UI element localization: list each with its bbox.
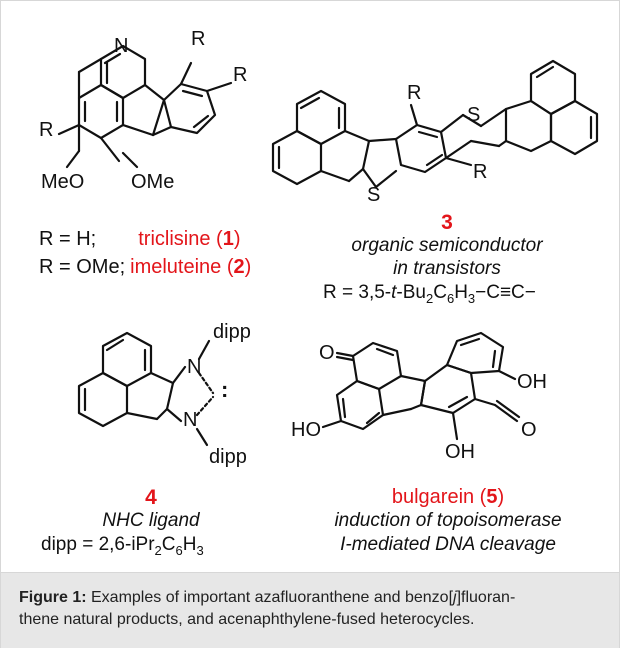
oxygen-atom-label: O: [521, 419, 537, 441]
nitrogen-atom-label: N: [187, 356, 202, 378]
compound-1-definition: R = H;triclisine (1): [39, 228, 241, 250]
compound-5-name: bulgarein (5): [391, 486, 505, 508]
r-substituent-label: R: [39, 119, 54, 141]
compound-3-description: organic semiconductor: [351, 235, 543, 256]
dipp-definition: dipp = 2,6-iPr2C6H3: [41, 534, 204, 558]
compound-5-description: induction of topoisomerase: [334, 510, 562, 531]
compound-2-definition: R = OMe;imeluteine (2): [39, 256, 252, 278]
carbene-lone-pair: :: [221, 377, 229, 402]
nitrogen-atom-label: N: [114, 35, 129, 57]
compound-3-r-definition: R = 3,5-t-Bu2C6H3−C≡C−: [323, 282, 536, 306]
figure-caption-box: Figure 1: Examples of important azafluor…: [1, 572, 619, 648]
hydroxyl-label: HO: [291, 419, 321, 441]
compound-5-description: I-mediated DNA cleavage: [340, 534, 556, 555]
hydroxyl-label: OH: [445, 441, 475, 463]
compound-4-description: NHC ligand: [102, 510, 200, 531]
r-substituent-label: R: [407, 82, 422, 104]
nitrogen-atom-label: N: [183, 409, 198, 431]
sulfur-atom-label: S: [367, 184, 381, 206]
hydroxyl-label: OH: [517, 371, 547, 393]
r-substituent-label: R: [233, 64, 248, 86]
compound-3-number: 3: [441, 211, 453, 234]
sulfur-atom-label: S: [467, 104, 481, 126]
methoxy-label: MeO: [41, 171, 85, 193]
methoxy-label: OMe: [131, 171, 175, 193]
oxygen-atom-label: O: [319, 342, 335, 364]
r-substituent-label: R: [473, 161, 488, 183]
dipp-substituent-label: dipp: [209, 446, 247, 468]
dipp-substituent-label: dipp: [213, 321, 251, 343]
compound-4-number: 4: [145, 486, 157, 509]
compound-3-description: in transistors: [393, 258, 501, 279]
figure-caption: Figure 1: Examples of important azafluor…: [19, 589, 516, 628]
r-substituent-label: R: [191, 28, 206, 50]
